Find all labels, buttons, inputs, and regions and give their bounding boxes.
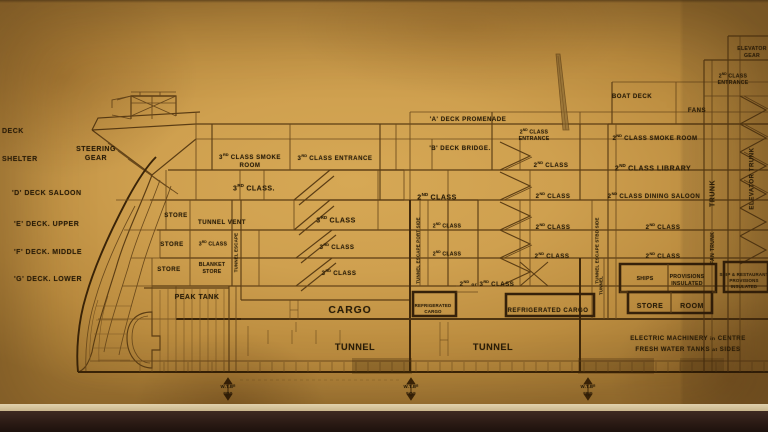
display-frame-base (0, 411, 768, 432)
shaft-tunnel-details (247, 300, 449, 356)
cross-brace-detail (519, 261, 549, 287)
peak-tank-hatching (89, 286, 229, 372)
display-ledge (0, 404, 768, 411)
watertight-bulkhead-symbols (223, 377, 593, 401)
steering-gear-house (111, 91, 177, 120)
provision-store-boxes (618, 260, 768, 315)
stair-runs-third-class (293, 169, 405, 292)
refrigerated-cargo-boxes (411, 285, 596, 318)
mast-pole (555, 53, 570, 131)
hull-outline (76, 111, 201, 373)
double-bottom-hatching (78, 358, 768, 374)
second-class-blocks (377, 111, 768, 287)
photo-top-edge (0, 0, 768, 3)
right-public-rooms (607, 35, 768, 372)
upper-bulkheads (165, 112, 411, 200)
deck-lines (78, 123, 768, 373)
cargo-tunnel-spaces (241, 200, 768, 372)
